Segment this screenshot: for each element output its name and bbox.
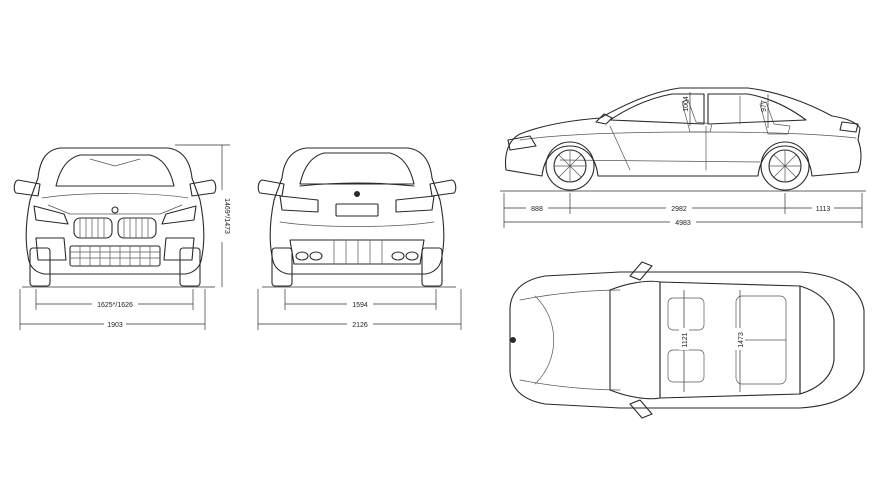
- rear-width-label: 2126: [352, 322, 368, 329]
- rear-track-label: 1594: [352, 302, 368, 309]
- front-right-intake: [163, 237, 195, 261]
- side-view: [500, 87, 866, 192]
- rear-window: [299, 152, 415, 185]
- top-windshield: [609, 280, 661, 400]
- rear-right-taillight: [395, 195, 435, 213]
- front-track-label: 1625*/1626: [97, 302, 133, 309]
- front-left-mirror: [13, 179, 41, 197]
- top-front-left-seat: [667, 297, 705, 331]
- side-rear-window: [707, 93, 807, 125]
- front-wiper-area: [89, 158, 141, 167]
- top-brand-badge-icon: [510, 337, 516, 343]
- front-right-tyre: [179, 247, 201, 287]
- rear-exhaust-4: [405, 251, 419, 261]
- top-hood-center: [534, 295, 554, 385]
- rear-right-tyre: [421, 247, 443, 287]
- front-kidney-grille-right: [117, 217, 157, 239]
- rear-left-tyre: [271, 247, 293, 287]
- rear-diffuser: [289, 239, 425, 265]
- rear-left-taillight: [279, 195, 319, 213]
- top-front-right-seat: [667, 349, 705, 383]
- side-headroom-dimensions: 1004 977: [683, 92, 769, 128]
- front-body-outline: [25, 147, 205, 275]
- front-left-tyre: [29, 247, 51, 287]
- front-grille-bars: [79, 218, 149, 238]
- side-front-headroom-label: 1004: [683, 96, 690, 112]
- side-length-label: 4983: [675, 220, 691, 227]
- side-front-window: [609, 93, 705, 125]
- side-sill-line: [559, 159, 761, 163]
- top-front-shoulder-label: 1121: [682, 332, 689, 347]
- rear-bumper-line: [279, 221, 435, 227]
- front-hood-crease: [47, 204, 183, 215]
- side-headlight: [507, 135, 537, 151]
- front-windshield: [55, 154, 175, 187]
- top-rear-window: [799, 285, 835, 395]
- side-front-overhang-label: 888: [531, 206, 543, 213]
- rear-diffuser-fins: [333, 239, 383, 265]
- side-rear-headroom-label: 977: [761, 100, 768, 112]
- front-lower-grille: [69, 245, 161, 267]
- rear-exhaust-2: [309, 251, 323, 261]
- rear-body-outline: [269, 147, 445, 275]
- top-view: [509, 261, 865, 419]
- top-left-mirror: [629, 261, 653, 281]
- top-hood-lines: [519, 289, 621, 391]
- front-right-headlight: [161, 205, 197, 225]
- front-left-headlight: [33, 205, 69, 225]
- top-body-outline: [509, 271, 865, 409]
- side-front-door-edge: [609, 125, 631, 171]
- top-right-mirror: [629, 399, 653, 419]
- rear-view: [257, 147, 457, 288]
- rear-dimensions: 1594 2126: [257, 289, 462, 330]
- side-rim-spokes: [553, 149, 802, 183]
- rear-left-mirror: [257, 179, 285, 197]
- front-lower-mesh: [69, 245, 161, 267]
- rear-spoiler-lip: [299, 182, 415, 187]
- rear-exhaust-3: [391, 251, 405, 261]
- front-hood-line: [41, 193, 189, 199]
- rear-right-mirror: [429, 179, 457, 197]
- side-dimensions: 888 2982 1113 4983: [503, 193, 863, 228]
- front-height-label: 1469*/1473: [223, 198, 230, 234]
- top-dimensions: 1121 1473: [679, 290, 745, 392]
- side-body-outline: [504, 87, 862, 177]
- front-dimensions: 1625*/1626 1903 1469*/1473: [19, 144, 230, 330]
- front-view: [13, 147, 217, 288]
- side-rear-seat: [759, 101, 791, 135]
- front-brand-badge-icon: [111, 206, 119, 214]
- side-mirror: [595, 113, 613, 125]
- front-kidney-grille-left: [73, 217, 113, 239]
- top-rear-shoulder-label: 1473: [738, 332, 745, 348]
- side-front-seat: [681, 99, 713, 133]
- front-left-intake: [35, 237, 67, 261]
- rear-plate: [335, 203, 379, 217]
- front-width-label: 1903: [107, 322, 123, 329]
- side-shoulder-line: [519, 131, 857, 141]
- side-wheelbase-label: 2982: [671, 206, 687, 213]
- rear-brand-badge-icon: [354, 191, 360, 197]
- side-taillight: [839, 121, 859, 133]
- side-rear-wheel: [760, 141, 810, 191]
- rear-exhaust-1: [295, 251, 309, 261]
- side-rear-overhang-label: 1113: [816, 206, 831, 213]
- front-right-mirror: [189, 179, 217, 197]
- side-front-wheel: [545, 141, 595, 191]
